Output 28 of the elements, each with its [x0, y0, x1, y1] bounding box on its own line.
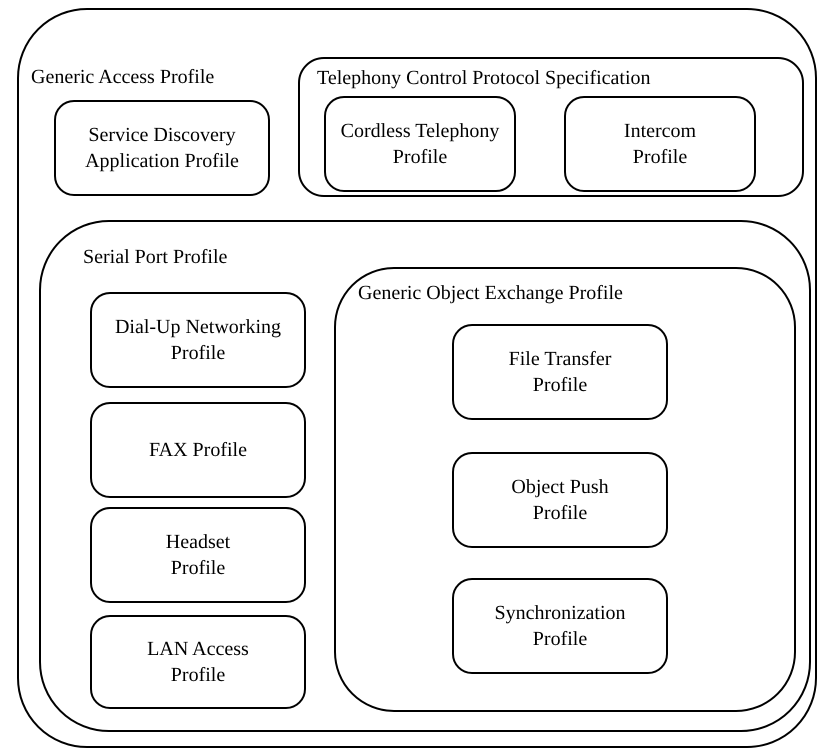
profile-name: Intercom Profile [622, 119, 698, 170]
group-heading: Generic Access Profile [31, 65, 214, 90]
profile-name: Object Push Profile [510, 475, 610, 526]
profile-name: Dial-Up Networking Profile [114, 315, 282, 366]
profile-box [54, 100, 270, 196]
profile-group [334, 267, 796, 712]
profile-group [39, 220, 811, 732]
profile-box [90, 615, 306, 709]
group-heading: Telephony Control Protocol Specification [317, 66, 651, 91]
profile-box [452, 578, 668, 674]
profile-name: Synchronization Profile [493, 601, 627, 652]
profile-group [17, 8, 817, 748]
profile-box [324, 96, 516, 192]
profile-name: LAN Access Profile [146, 637, 250, 688]
profile-box [90, 507, 306, 603]
profile-box [90, 402, 306, 498]
profile-box [564, 96, 756, 192]
profile-name: Headset Profile [164, 530, 232, 581]
profile-group [298, 57, 804, 197]
profile-box [452, 324, 668, 420]
profile-name: Service Discovery Application Profile [84, 123, 240, 174]
profile-name: Cordless Telephony Profile [340, 119, 500, 170]
profile-name: FAX Profile [148, 438, 248, 463]
group-heading: Generic Object Exchange Profile [358, 281, 623, 306]
profile-name: File Transfer Profile [508, 347, 612, 398]
profile-box [452, 452, 668, 548]
group-heading: Serial Port Profile [83, 245, 228, 270]
profile-box [90, 292, 306, 388]
